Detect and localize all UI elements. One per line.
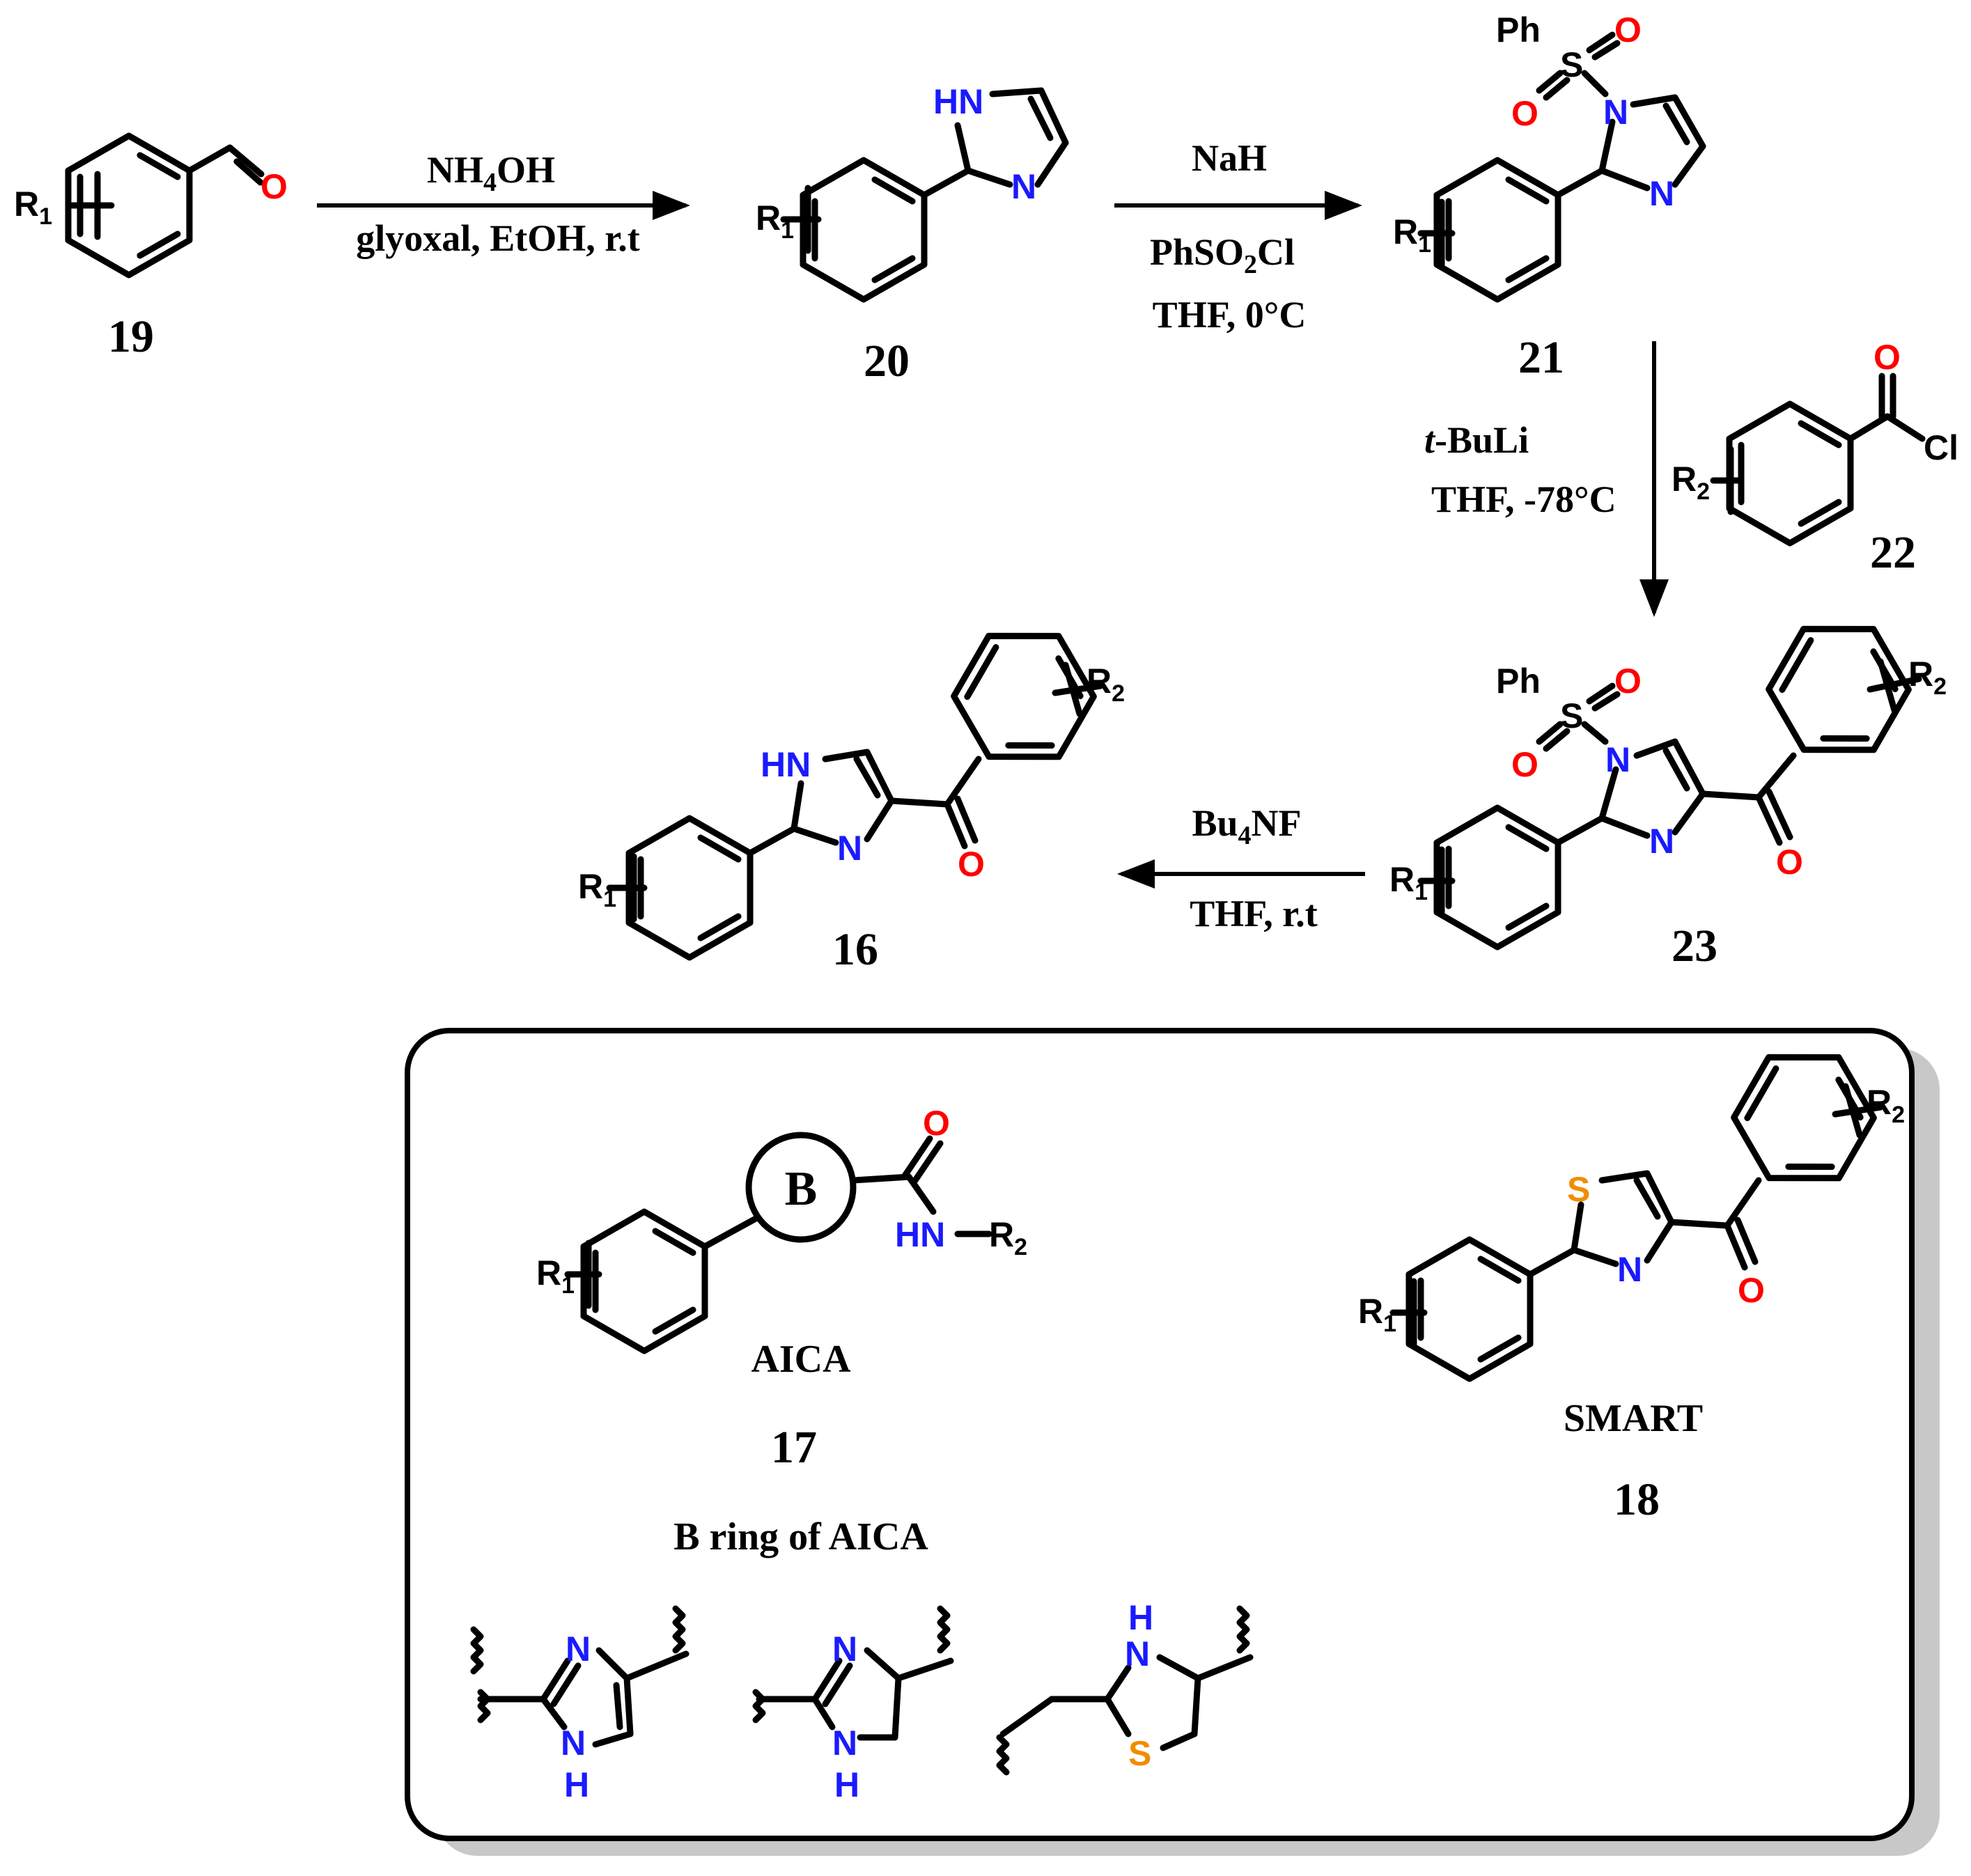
compound-label-21: 21 (1518, 332, 1564, 383)
imidazole-nh-16: HN (761, 745, 811, 784)
phenyl-label-23: Ph (1496, 662, 1541, 701)
svg-text:R1: R1 (756, 198, 794, 244)
svg-text:H: H (564, 1765, 589, 1804)
step2-conditions: THF, 0°C (1153, 294, 1307, 336)
b-ring-imidazole: N N H (470, 1605, 690, 1804)
svg-text:N: N (832, 1629, 857, 1668)
chloride-22: Cl (1924, 428, 1958, 467)
compound-18-smart: R1 S N O R2 SMART 18 (1358, 1027, 1905, 1525)
smart-label: SMART (1564, 1397, 1703, 1440)
sulfonyl-n-23: N (1605, 740, 1630, 779)
compound-19: R1 O 19 (14, 136, 288, 362)
thiazole-s-18: S (1567, 1170, 1590, 1209)
compound-label-20: 20 (864, 336, 910, 386)
compound-21: R1 N N S Ph O O 21 (1393, 10, 1706, 383)
acyl-oxygen-22: O (1873, 338, 1901, 377)
compound-label-23: 23 (1672, 921, 1717, 971)
imidazole-n-20: N (1011, 167, 1036, 206)
imidazole-n-16: N (837, 829, 862, 868)
step2-reagent-2: PhSO2Cl (1150, 231, 1295, 279)
compound-22: R2 O Cl 22 (1672, 338, 1958, 578)
b-ring-letter: B (785, 1162, 818, 1216)
step4-reagent: Bu4NF (1192, 802, 1301, 850)
compound-20: R1 HN N 20 (756, 82, 1069, 386)
info-box (405, 1028, 1915, 1841)
compound-label-22: 22 (1870, 527, 1916, 578)
compound-label-18: 18 (1614, 1474, 1660, 1525)
svg-text:N: N (566, 1629, 591, 1668)
svg-text:R1: R1 (578, 867, 616, 912)
svg-text:R2: R2 (1908, 655, 1947, 700)
svg-text:R2: R2 (1672, 460, 1710, 505)
compound-16: R1 HN N O R2 16 (578, 606, 1125, 975)
svg-text:R2: R2 (989, 1215, 1027, 1260)
ketone-oxygen-18: O (1738, 1271, 1765, 1310)
svg-text:H: H (1128, 1598, 1153, 1637)
svg-text:H: H (834, 1765, 859, 1804)
sulfonyl-oxygen-a-23: O (1614, 662, 1642, 701)
sulfonyl-oxygen-b-21: O (1511, 94, 1538, 133)
svg-text:R2: R2 (1867, 1083, 1905, 1128)
phenyl-label-21: Ph (1496, 10, 1541, 49)
ketone-oxygen-23: O (1776, 843, 1803, 882)
ketone-oxygen-16: O (958, 845, 985, 884)
svg-text:N: N (832, 1723, 857, 1762)
b-ring-circle (745, 1132, 857, 1243)
amide-nh-17: HN (895, 1215, 945, 1254)
step4-conditions: THF, r.t (1190, 893, 1318, 935)
svg-text:R1: R1 (536, 1253, 575, 1299)
svg-text:R1: R1 (1389, 860, 1428, 905)
compound-23: R1 N N S Ph O O O R2 23 (1389, 599, 1947, 971)
sulfonyl-oxygen-b-23: O (1511, 745, 1538, 784)
step1-conditions: glyoxal, EtOH, r.t (356, 217, 640, 259)
step2-reagent: NaH (1192, 137, 1267, 179)
step3-reagent: t-BuLi (1424, 419, 1529, 461)
svg-text:R2: R2 (1086, 662, 1125, 707)
svg-text:S: S (1128, 1734, 1151, 1773)
step1-reagent: NH4OH (427, 149, 555, 197)
aica-label: AICA (751, 1338, 851, 1381)
b-ring-thiazolidine: H N S (996, 1598, 1254, 1776)
sulfonyl-n-21: N (1603, 93, 1628, 132)
compound-label-16: 16 (832, 924, 878, 975)
svg-text:R1: R1 (1358, 1292, 1396, 1337)
imidazole-n-21: N (1649, 174, 1674, 213)
step3-conditions: THF, -78°C (1431, 478, 1616, 520)
sulfur-21: S (1560, 45, 1583, 84)
b-ring-imidazoline: N N H (752, 1605, 954, 1804)
r1-label-19: R1 (14, 185, 52, 230)
imidazole-n-23: N (1649, 822, 1674, 861)
thiazole-n-18: N (1617, 1250, 1642, 1289)
svg-text:N: N (1125, 1634, 1150, 1673)
compound-label-17: 17 (771, 1422, 817, 1473)
amide-oxygen-17: O (923, 1104, 950, 1143)
sulfur-23: S (1560, 696, 1583, 735)
b-ring-caption: B ring of AICA (673, 1515, 928, 1558)
compound-17-aica: R1 B O HN R2 AICA 17 B ring of AICA (536, 1104, 1027, 1558)
carbonyl-oxygen-19: O (260, 167, 288, 206)
imidazole-nh-20: HN (933, 82, 983, 121)
compound-label-19: 19 (108, 311, 154, 362)
svg-text:N: N (561, 1723, 586, 1762)
sulfonyl-oxygen-a-21: O (1614, 10, 1642, 49)
svg-text:R1: R1 (1393, 212, 1431, 258)
